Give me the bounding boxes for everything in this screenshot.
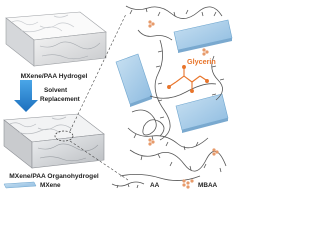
mxene-sheet-top-right bbox=[173, 19, 233, 53]
legend-label-aa: AA bbox=[150, 182, 160, 189]
organohydrogel-block bbox=[3, 113, 105, 169]
mxene-sheet-icon bbox=[3, 181, 37, 189]
mbaa-cluster bbox=[212, 148, 219, 156]
mbaa-cluster bbox=[202, 48, 209, 56]
mbaa-dots-icon bbox=[182, 179, 194, 189]
solvent-replacement-arrow bbox=[14, 80, 38, 112]
zoom-lines bbox=[69, 13, 129, 181]
legend-label-mxene: MXene bbox=[40, 182, 61, 189]
glycerin-molecule bbox=[167, 65, 209, 93]
mxene-sheet-bottom-right bbox=[175, 93, 229, 133]
polymer-chain bbox=[154, 39, 171, 141]
legend: MXene AA MBAA bbox=[3, 179, 218, 189]
mbaa-cluster bbox=[148, 20, 155, 28]
zoom-circle bbox=[54, 130, 74, 142]
polymer-chain bbox=[149, 83, 217, 99]
mbaa-cluster bbox=[148, 138, 155, 146]
legend-label-mbaa: MBAA bbox=[198, 182, 218, 189]
network-panel: Glycerin bbox=[115, 5, 233, 181]
polymer-chain bbox=[119, 174, 201, 181]
polymer-chain bbox=[129, 149, 227, 172]
hydrogel-label: MXene/PAA Hydrogel bbox=[21, 73, 88, 80]
polymer-chain bbox=[211, 55, 223, 101]
polymer-chain bbox=[127, 127, 209, 149]
paa-chains bbox=[119, 5, 227, 181]
polymer-chain bbox=[137, 29, 173, 41]
solvent-label: Solvent bbox=[44, 87, 68, 94]
polymer-chain bbox=[131, 109, 165, 137]
glycerin-label: Glycerin bbox=[187, 57, 216, 66]
aa-chain-icon bbox=[111, 181, 145, 189]
diagram-canvas: MXene/PAA Hydrogel Solvent Replacement M… bbox=[3, 5, 233, 189]
organohydrogel-label: MXene/PAA Organohydrogel bbox=[9, 173, 99, 180]
polymer-chain bbox=[125, 5, 223, 19]
mbaa-crosslinks bbox=[148, 20, 219, 156]
mxene-paa-organohydrogel-diagram: MXene/PAA Hydrogel Solvent Replacement M… bbox=[3, 5, 233, 189]
replacement-label: Replacement bbox=[40, 96, 81, 103]
hydrogel-block bbox=[5, 11, 107, 67]
mxene-sheet-left bbox=[115, 53, 153, 107]
